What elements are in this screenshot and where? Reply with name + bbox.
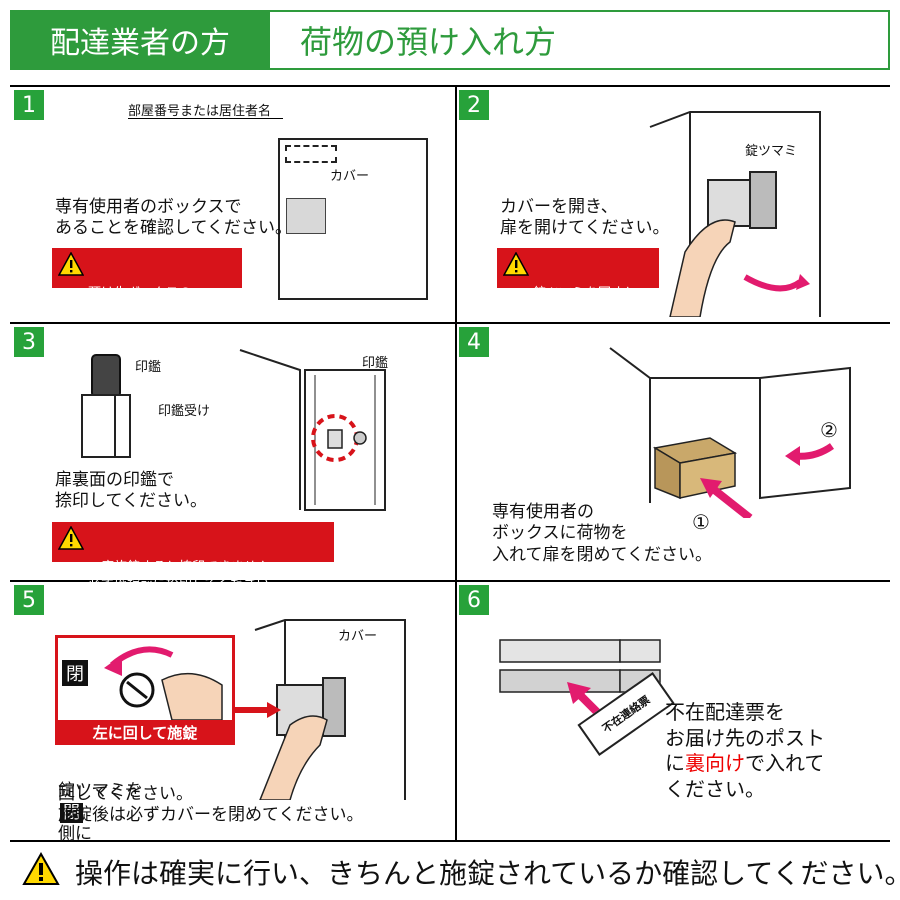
step-5-text-c: 側に [58, 823, 92, 844]
step-5-text-a: 錠ツマミを [58, 781, 143, 802]
step-5-close-mark: 閉 [62, 660, 88, 686]
step-3-seal-illustration [81, 354, 131, 458]
step-1-number: 1 [14, 90, 44, 120]
step-3-instruction: 扉裏面の印鑑で 捺印してください。 [55, 470, 207, 512]
footer-text: 操作は確実に行い、きちんと施錠されているか確認してください。 [75, 857, 900, 890]
step-2-instruction: カバーを開き、 扉を開けてください。 [500, 197, 670, 239]
step-6-instruction: 不在配達票を お届け先のポスト に裏向けで入れて ください。 [665, 700, 825, 802]
step-5-instruction-rest: 回してください。 施錠後は必ずカバーを閉めてください。 [58, 784, 364, 826]
step-3-label-seal: 印鑑 [135, 360, 162, 375]
header-title-left: 配達業者の方 [10, 10, 270, 70]
step-5-door-illustration [235, 619, 406, 800]
step-3-door-back-illustration [239, 349, 386, 511]
step-4-number: 4 [459, 327, 489, 357]
step-4-mark-2: ② [820, 418, 838, 442]
step-2-label-knob: 錠ツマミ [745, 144, 798, 159]
step-2-warning-text: 錠ツマミを回すと 施錠されます [533, 285, 638, 318]
step-1-warning-text: 預け先ボックスの 間違いに注意 [88, 285, 192, 318]
step-5-close-inline: 閉 [60, 802, 83, 823]
grid-bottom-line [10, 840, 890, 842]
grid-row-line-2 [10, 580, 890, 582]
warning-icon [58, 526, 84, 550]
step-3-warning-text: 一度施錠すると捺印できません。 必ず施錠前に捺印してください。 [88, 559, 283, 592]
step-5-knob-illustration [104, 646, 223, 721]
step-2-number: 2 [459, 90, 489, 120]
step-1-instruction: 専有使用者のボックスで あることを確認してください。 [55, 197, 292, 239]
step-5-sticker: 左に回して施錠 [55, 720, 235, 745]
step-3-label-holder: 印鑑受け [158, 404, 211, 419]
step-5-instruction-a: 錠ツマミを 閉 側に [58, 760, 143, 845]
step-1-warning: 預け先ボックスの 間違いに注意 [52, 248, 242, 318]
grid-top-line [10, 85, 890, 87]
grid-vertical-line [455, 85, 457, 840]
step-6-text-2: で入れて ください。 [665, 751, 825, 801]
step-5-label-cover: カバー [338, 629, 378, 644]
warning-icon [503, 252, 529, 276]
step-2-door-illustration [649, 111, 821, 317]
step-1-cover-illustration [286, 198, 326, 234]
step-4-box-illustration [609, 347, 851, 518]
step-4-mark-1: ① [692, 510, 710, 534]
step-3-warning: 一度施錠すると捺印できません。 必ず施錠前に捺印してください。 [52, 522, 334, 592]
step-5-number: 5 [14, 585, 44, 615]
warning-icon [58, 252, 84, 276]
step-1-label-room: 部屋番号または居住者名 [128, 104, 272, 119]
step-1-label-cover: カバー [330, 169, 370, 184]
step-4-instruction: 専有使用者の ボックスに荷物を 入れて扉を閉めてください。 [492, 502, 712, 565]
step-3-label-seal-2: 印鑑 [362, 356, 389, 371]
step-3-number: 3 [14, 327, 44, 357]
footer-warning-icon [22, 852, 60, 885]
step-1-label-underline [128, 118, 283, 119]
grid-row-line-1 [10, 322, 890, 324]
step-6-number: 6 [459, 585, 489, 615]
step-1-nameplate-area [285, 145, 337, 163]
step-6-text-1: 不在配達票を お届け先のポスト に [665, 700, 825, 776]
step-6-text-red: 裏向け [685, 751, 745, 776]
header-title-right: 荷物の預け入れ方 [300, 23, 557, 61]
step-2-warning: 錠ツマミを回すと 施錠されます [497, 248, 659, 318]
